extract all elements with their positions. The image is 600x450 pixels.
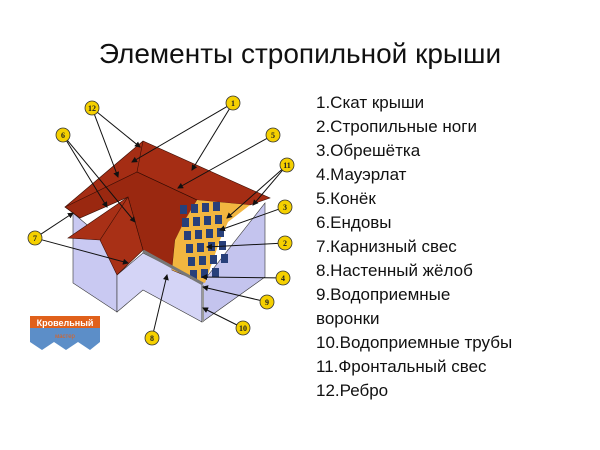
callout-number: 12 xyxy=(88,104,96,113)
callout-circle xyxy=(259,294,275,310)
callout-4: 4 xyxy=(275,270,291,286)
lathing-cell xyxy=(212,268,219,277)
callout-arrow xyxy=(226,169,283,219)
callout-5: 5 xyxy=(265,127,281,143)
lathing-cell xyxy=(191,204,198,213)
callout-arrow xyxy=(177,137,268,189)
callout-arrow xyxy=(41,239,129,265)
legend-item: 8.Настенный жёлоб xyxy=(316,261,473,280)
legend-item: 10.Водоприемные трубы xyxy=(316,333,513,352)
lathing-cell xyxy=(180,205,187,214)
lathing-cell xyxy=(217,228,224,237)
callout-arrow xyxy=(191,108,230,171)
callout-arrow xyxy=(40,212,74,235)
callout-arrow xyxy=(94,114,120,178)
callout-12: 12 xyxy=(84,100,100,116)
callout-2: 2 xyxy=(277,235,293,251)
callout-arrow xyxy=(97,112,141,148)
lathing-cell xyxy=(204,216,211,225)
callout-3: 3 xyxy=(277,199,293,215)
callout-arrow xyxy=(67,140,136,223)
callout-6: 6 xyxy=(55,127,71,143)
lathing-cell xyxy=(213,202,220,211)
logo: Кровельный мастер xyxy=(30,316,100,350)
logo-line1: Кровельный xyxy=(37,318,94,328)
callout-circle xyxy=(235,320,251,336)
legend-item: 2.Стропильные ноги xyxy=(316,117,477,136)
callout-arrow xyxy=(66,140,108,208)
lathing-cell xyxy=(201,269,208,278)
legend-item: 3.Обрешётка xyxy=(316,141,421,160)
lathing-cell xyxy=(206,229,213,238)
callout-number: 11 xyxy=(283,161,291,170)
callout-circle xyxy=(225,95,241,111)
lathing-cell xyxy=(195,230,202,239)
legend-item: 9.Водоприемные воронки xyxy=(316,285,451,328)
callout-arrow xyxy=(201,274,277,281)
lathing-cell xyxy=(215,215,222,224)
callout-circle xyxy=(265,127,281,143)
slide-title: Элементы стропильной крыши xyxy=(98,38,502,69)
lathing-cell xyxy=(193,217,200,226)
callout-circle xyxy=(279,157,295,173)
callout-11: 11 xyxy=(279,157,295,173)
walls xyxy=(72,202,266,323)
callout-8: 8 xyxy=(144,330,160,346)
gutter xyxy=(142,249,204,286)
callout-9: 9 xyxy=(259,294,275,310)
legend-item: 1.Скат крыши xyxy=(316,93,425,112)
callout-circle xyxy=(277,235,293,251)
legend-list: 1.Скат крыши 2.Стропильные ноги 3.Обрешётк… xyxy=(316,91,512,403)
callout-arrow xyxy=(153,274,169,332)
callout-circle xyxy=(27,230,43,246)
callout-arrow xyxy=(131,106,228,163)
callout-number: 10 xyxy=(239,324,247,333)
callout-number: 8 xyxy=(150,334,154,343)
legend-item: 5.Конёк xyxy=(316,189,376,208)
callout-1: 1 xyxy=(225,95,241,111)
lathing-cell xyxy=(197,243,204,252)
legend-item: 11.Фронтальный свес xyxy=(316,357,487,376)
lathing-cell xyxy=(188,257,195,266)
lathing-cell xyxy=(199,256,206,265)
lathing-cell xyxy=(221,254,228,263)
callout-number: 4 xyxy=(281,274,285,283)
callout-arrow xyxy=(252,170,283,206)
lathing-cell xyxy=(190,270,197,279)
callout-arrow xyxy=(219,208,279,232)
logo-line2: мастер xyxy=(55,334,75,340)
callout-number: 7 xyxy=(33,234,37,243)
callout-circle xyxy=(144,330,160,346)
callout-10: 10 xyxy=(235,320,251,336)
callout-circle xyxy=(275,270,291,286)
lathing-cell xyxy=(184,231,191,240)
arrows xyxy=(40,106,283,332)
callout-number: 3 xyxy=(283,203,287,212)
callout-arrow xyxy=(202,285,261,301)
lathing-cell xyxy=(186,244,193,253)
callout-number: 5 xyxy=(271,131,275,140)
legend-item: 7.Карнизный свес xyxy=(316,237,457,256)
callout-number: 9 xyxy=(265,298,269,307)
legend-item: 6.Ендовы xyxy=(316,213,392,232)
callout-arrow xyxy=(202,307,237,326)
callout-number: 6 xyxy=(61,131,65,140)
callout-7: 7 xyxy=(27,230,43,246)
callout-circle xyxy=(277,199,293,215)
legend-item: 4.Мауэрлат xyxy=(316,165,407,184)
callout-number: 2 xyxy=(283,239,287,248)
lathing-cell xyxy=(219,241,226,250)
callout-number: 1 xyxy=(231,99,235,108)
callout-circle xyxy=(55,127,71,143)
lathing-cell xyxy=(202,203,209,212)
lathing-cell xyxy=(210,255,217,264)
callout-arrow xyxy=(206,242,279,250)
callout-circle xyxy=(84,100,100,116)
lathing-cell xyxy=(182,218,189,227)
ridge xyxy=(136,140,198,201)
legend-item: 12.Ребро xyxy=(316,381,389,400)
